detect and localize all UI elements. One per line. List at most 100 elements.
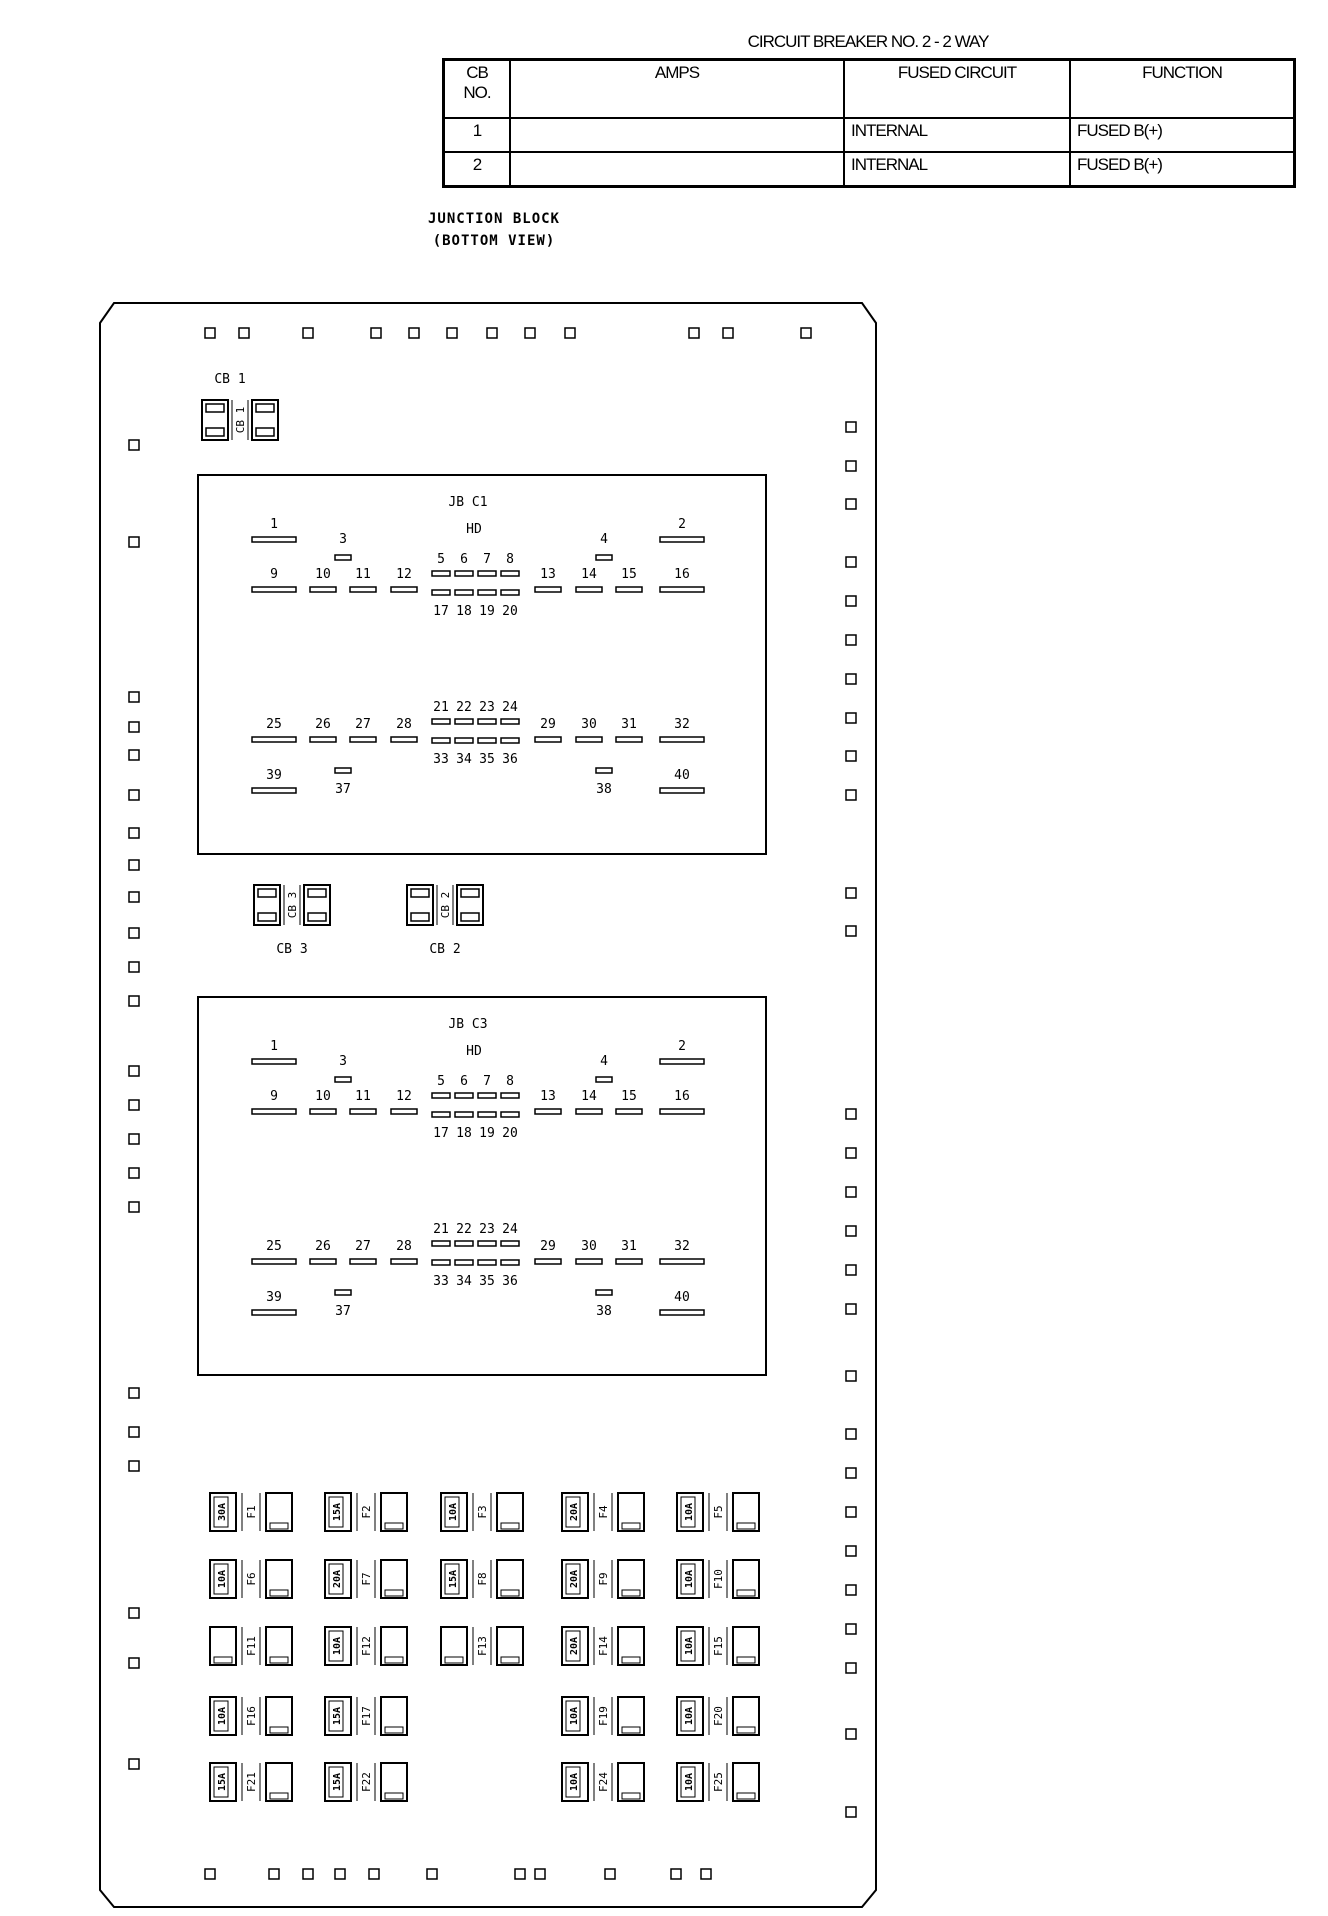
mounting-pad xyxy=(845,1428,857,1440)
pin-slot xyxy=(431,718,451,725)
pin-label: 6 xyxy=(460,1074,468,1089)
fuse-id: F13 xyxy=(476,1636,489,1656)
fuse-id: F4 xyxy=(597,1505,610,1519)
pin-slot xyxy=(500,1259,520,1266)
mounting-pad xyxy=(845,421,857,433)
fuse-terminal-slot xyxy=(736,1522,756,1530)
pin-slot xyxy=(500,737,520,744)
pin-slot xyxy=(431,589,451,596)
pin-label: 12 xyxy=(396,567,412,582)
pin-slot xyxy=(500,1092,520,1099)
pin-label: 10 xyxy=(315,1089,331,1104)
pin-slot xyxy=(251,1258,297,1265)
fuse-rating-box xyxy=(680,1496,696,1528)
pin-label: 1 xyxy=(270,1039,278,1054)
pin-slot xyxy=(309,586,337,593)
fuse-terminal xyxy=(732,1559,760,1599)
cell-function: FUSED B(+) xyxy=(1069,117,1296,153)
fuse-amps: 10A xyxy=(332,1637,343,1655)
pin-label: 5 xyxy=(437,552,445,567)
fuse-amps: 10A xyxy=(684,1503,695,1521)
fuse-terminal-slot xyxy=(384,1656,404,1664)
fuse-terminal xyxy=(676,1492,704,1532)
mounting-pad xyxy=(845,1186,857,1198)
fuse-id: F9 xyxy=(597,1572,610,1585)
mounting-pad xyxy=(370,327,382,339)
fuse-terminal xyxy=(561,1762,589,1802)
mounting-pad xyxy=(564,327,576,339)
pin-label: 24 xyxy=(502,1222,518,1237)
fuse-terminal xyxy=(676,1626,704,1666)
fuse-terminal-slot xyxy=(621,1726,641,1734)
pin-label: 7 xyxy=(483,552,491,567)
pin-slot xyxy=(534,586,562,593)
pin-slot xyxy=(251,536,297,543)
pin-label: 24 xyxy=(502,700,518,715)
pin-slot xyxy=(575,586,603,593)
fuse-amps: 20A xyxy=(569,1637,580,1655)
mounting-pad xyxy=(845,712,857,724)
mounting-pad xyxy=(128,1460,140,1472)
circuit-breaker-table: CB NO. AMPS FUSED CIRCUIT FUNCTION 1 INT… xyxy=(442,58,1296,188)
fuse-id: F2 xyxy=(360,1505,373,1518)
fuse-terminal xyxy=(561,1559,589,1599)
fuse-id: F15 xyxy=(712,1636,725,1656)
header-cb-no: CB NO. xyxy=(442,58,511,119)
pin-label: 33 xyxy=(433,1274,449,1289)
pin-slot xyxy=(534,1258,562,1265)
header-function: FUNCTION xyxy=(1069,58,1296,119)
pin-label: 28 xyxy=(396,1239,412,1254)
mounting-pad xyxy=(302,1868,314,1880)
pin-label: 23 xyxy=(479,700,495,715)
pin-slot xyxy=(349,1258,377,1265)
fuse-terminal xyxy=(380,1762,408,1802)
mounting-pad xyxy=(128,859,140,871)
fuse-rating-box xyxy=(213,1766,229,1798)
pin-label: 13 xyxy=(540,567,556,582)
mounting-pad xyxy=(128,1065,140,1077)
pin-label: 25 xyxy=(266,717,282,732)
pin-slot xyxy=(454,1111,474,1118)
fuse-rating-box xyxy=(444,1563,460,1595)
mounting-pad xyxy=(426,1868,438,1880)
pin-slot xyxy=(454,737,474,744)
pin-label: 40 xyxy=(674,768,690,783)
pin-slot xyxy=(659,1309,705,1316)
fuse-terminal xyxy=(440,1559,468,1599)
fuse-terminal xyxy=(732,1696,760,1736)
mounting-pad xyxy=(845,1303,857,1315)
pin-label: 34 xyxy=(456,752,472,767)
pin-slot xyxy=(500,570,520,577)
mounting-pad xyxy=(700,1868,712,1880)
pin-label: 9 xyxy=(270,567,278,582)
pin-label: 36 xyxy=(502,1274,518,1289)
pin-label: 15 xyxy=(621,1089,637,1104)
mounting-pad xyxy=(845,1728,857,1740)
fuse-terminal-slot xyxy=(384,1726,404,1734)
mounting-pad xyxy=(128,927,140,939)
pin-slot xyxy=(500,1111,520,1118)
fuse-terminal-slot xyxy=(269,1792,289,1800)
pin-slot xyxy=(251,1058,297,1065)
pin-slot xyxy=(251,586,297,593)
pin-label: 38 xyxy=(596,782,612,797)
fuse-id: F3 xyxy=(476,1505,489,1518)
mounting-pad xyxy=(204,1868,216,1880)
fuse-amps: 10A xyxy=(684,1570,695,1588)
mounting-pad xyxy=(845,1662,857,1674)
mounting-pad xyxy=(128,1387,140,1399)
pin-label: 10 xyxy=(315,567,331,582)
pin-slot xyxy=(477,1259,497,1266)
fuse-terminal-slot xyxy=(269,1589,289,1597)
pin-label: 37 xyxy=(335,782,351,797)
breaker-terminal-top xyxy=(205,403,225,413)
pin-slot xyxy=(575,1108,603,1115)
pin-label: 8 xyxy=(506,1074,514,1089)
pin-slot xyxy=(390,1108,418,1115)
mounting-pad xyxy=(845,925,857,937)
